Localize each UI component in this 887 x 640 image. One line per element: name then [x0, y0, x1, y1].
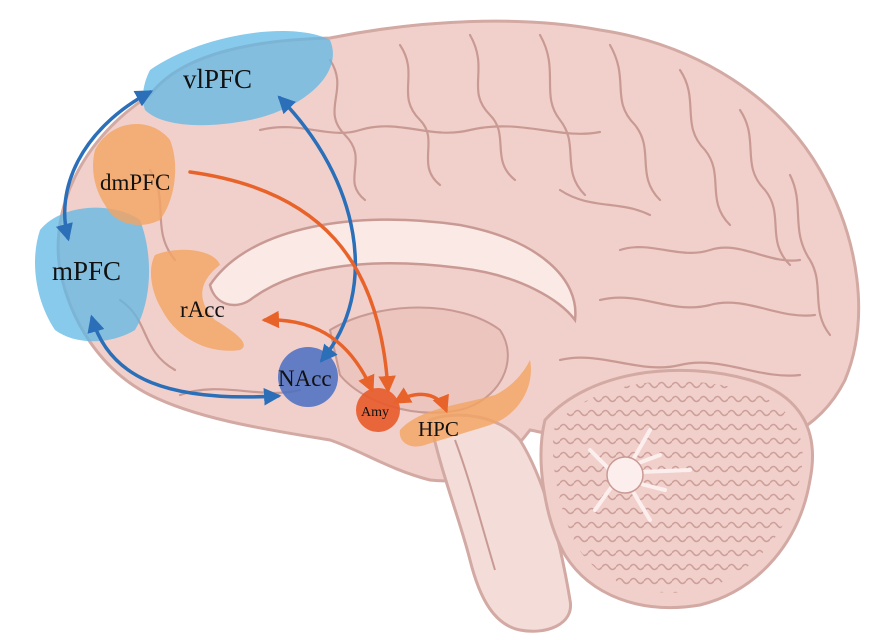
label-hpc: HPC [418, 417, 459, 441]
label-amy: Amy [361, 405, 389, 420]
label-mpfc: mPFC [52, 256, 121, 286]
arrow-dmpfc-amy [188, 170, 396, 394]
label-dmpfc: dmPFC [100, 170, 170, 195]
arrow-mpfc-nacc [87, 314, 282, 406]
amy-region [356, 388, 400, 432]
hpc-region [399, 360, 531, 447]
arrow-vlpfc-mpfc [55, 90, 154, 242]
cerebellum [539, 368, 814, 610]
arrow-amy-hpc [392, 387, 449, 414]
arrow-racc-amy [261, 310, 375, 394]
label-nacc: NAcc [278, 366, 332, 391]
connections [55, 90, 449, 414]
labels: vlPFC dmPFC mPFC rAcc NAcc Amy HPC [52, 64, 459, 441]
label-racc: rAcc [180, 297, 225, 322]
brainstem-line [454, 439, 496, 571]
label-vlpfc: vlPFC [183, 64, 252, 94]
